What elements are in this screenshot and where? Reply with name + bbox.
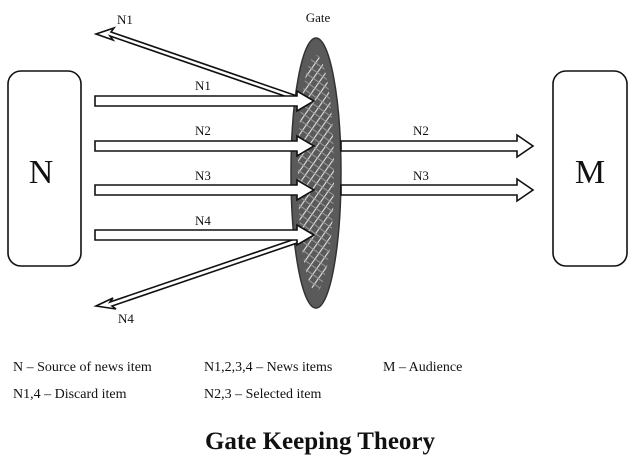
legend-source: N – Source of news item — [13, 360, 152, 375]
audience-box-label: M — [575, 154, 605, 191]
incoming-arrow-n4 — [94, 223, 316, 247]
gate-label: Gate — [306, 10, 331, 25]
legend-news-items: N1,2,3,4 – News items — [204, 360, 332, 375]
discard-label-n4: N4 — [118, 311, 134, 326]
incoming-label-n1: N1 — [195, 78, 211, 93]
source-box-label: N — [29, 154, 54, 191]
incoming-arrow-n2 — [94, 134, 316, 158]
legend-discard: N1,4 – Discard item — [13, 387, 127, 402]
page-title: Gate Keeping Theory — [205, 428, 436, 455]
gate-mesh — [298, 55, 334, 291]
incoming-arrow-n1 — [94, 89, 316, 113]
legend-selected: N2,3 – Selected item — [204, 387, 322, 402]
incoming-label-n3: N3 — [195, 168, 211, 183]
outgoing-label-n2: N2 — [413, 123, 429, 138]
incoming-label-n4: N4 — [195, 213, 211, 228]
discard-arrow-n4 — [93, 237, 302, 310]
incoming-arrow-n3 — [94, 178, 316, 202]
source-box — [7, 70, 82, 267]
outgoing-arrow-n3 — [340, 177, 535, 203]
discard-label-n1: N1 — [117, 12, 133, 27]
audience-box — [552, 70, 628, 267]
legend-audience: M – Audience — [383, 360, 462, 375]
outgoing-label-n3: N3 — [413, 168, 429, 183]
outgoing-arrow-n2 — [340, 133, 535, 159]
incoming-label-n2: N2 — [195, 123, 211, 138]
